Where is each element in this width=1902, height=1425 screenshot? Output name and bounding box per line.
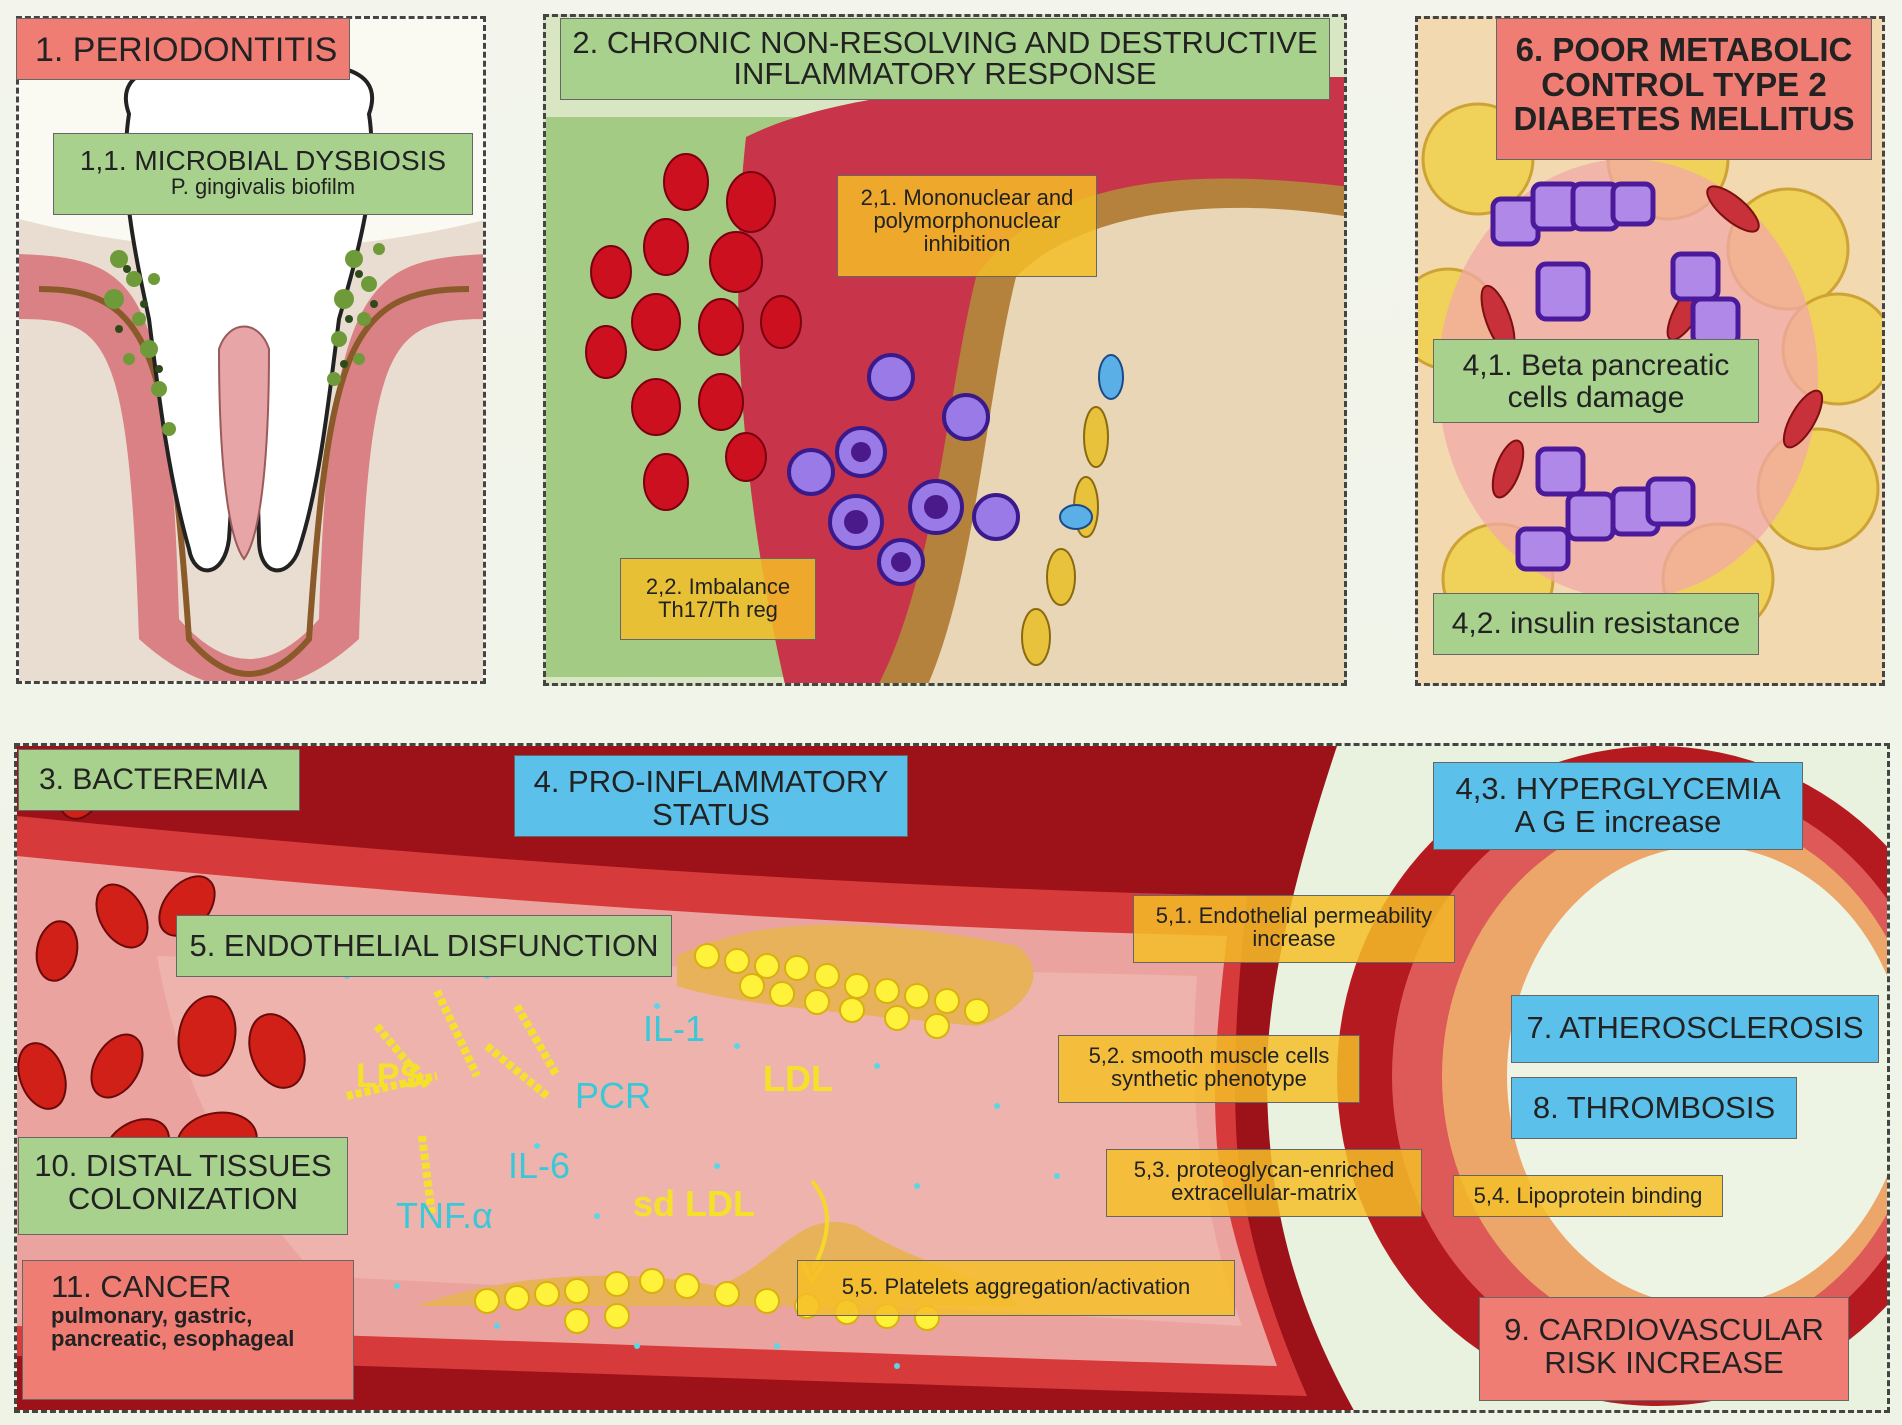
panel-chronic-inflammation xyxy=(543,14,1347,686)
chronic-line1: 2. CHRONIC NON-RESOLVING AND DESTRUCTIVE xyxy=(572,25,1318,60)
permeability-line1: 5,1. Endothelial permeability xyxy=(1155,903,1433,928)
hyperglycemia-line1: 4,3. HYPERGLYCEMIA xyxy=(1455,771,1781,806)
tooth-illustration xyxy=(19,63,483,681)
proteoglycan-line2: extracellular-matrix xyxy=(1171,1180,1357,1206)
molecule-il1: IL-1 xyxy=(643,1008,706,1049)
smooth-line1: 5,2. smooth muscle cells xyxy=(1088,1043,1330,1068)
molecule-ldl: LDL xyxy=(763,1058,833,1099)
label-periodontitis: 1. PERIODONTITIS xyxy=(16,18,350,80)
cancer-title: 11. CANCER xyxy=(51,1269,232,1304)
label-proteoglycan-matrix: 5,3. proteoglycan-enriched extracellular… xyxy=(1106,1149,1422,1217)
inflammation-illustration xyxy=(546,77,1344,683)
label-endothelial-permeability: 5,1. Endothelial permeability increase xyxy=(1133,895,1455,963)
molecule-lps: LPS xyxy=(356,1057,423,1095)
label-hyperglycemia: 4,3. HYPERGLYCEMIA A G E increase xyxy=(1433,762,1803,850)
molecule-sd-ldl: sd LDL xyxy=(633,1183,755,1224)
molecule-pcr: PCR xyxy=(575,1075,652,1116)
distal-line1: 10. DISTAL TISSUES xyxy=(34,1148,332,1183)
label-bacteremia: 3. BACTEREMIA xyxy=(18,749,300,811)
dysbiosis-title: 1,1. MICROBIAL DYSBIOSIS xyxy=(79,145,447,176)
mononuclear-line3: inhibition xyxy=(923,231,1011,257)
imbalance-line2: Th17/Th reg xyxy=(658,597,778,623)
imbalance-line1: 2,2. Imbalance xyxy=(645,574,791,599)
diabetes-line3: DIABETES MELLITUS xyxy=(1513,100,1855,138)
smooth-line2: synthetic phenotype xyxy=(1111,1066,1307,1092)
hyperglycemia-line2: A G E increase xyxy=(1514,803,1722,839)
label-insulin-resistance: 4,2. insulin resistance xyxy=(1433,593,1759,655)
permeability-line2: increase xyxy=(1252,926,1336,952)
cancer-sub2: pancreatic, esophageal xyxy=(51,1325,295,1351)
label-cardiovascular-risk: 9. CARDIOVASCULAR RISK INCREASE xyxy=(1479,1297,1849,1401)
label-smooth-muscle-cells: 5,2. smooth muscle cells synthetic pheno… xyxy=(1058,1035,1360,1103)
chronic-line2: INFLAMMATORY RESPONSE xyxy=(733,56,1157,91)
label-chronic-inflammation: 2. CHRONIC NON-RESOLVING AND DESTRUCTIVE… xyxy=(560,18,1330,100)
mononuclear-line2: polymorphonuclear xyxy=(873,208,1061,234)
cardio-line1: 9. CARDIOVASCULAR xyxy=(1504,1312,1824,1347)
beta-line2: cells damage xyxy=(1507,380,1685,414)
mononuclear-line1: 2,1. Mononuclear and xyxy=(860,185,1074,210)
diabetes-line1: 6. POOR METABOLIC xyxy=(1515,31,1853,68)
dysbiosis-subtitle: P. gingivalis biofilm xyxy=(170,174,356,200)
label-platelets-aggregation: 5,5. Platelets aggregation/activation xyxy=(797,1260,1235,1316)
label-imbalance-th17: 2,2. Imbalance Th17/Th reg xyxy=(620,558,816,640)
beta-line1: 4,1. Beta pancreatic xyxy=(1462,349,1730,382)
proinflam-line1: 4. PRO-INFLAMMATORY xyxy=(533,764,889,799)
molecule-tnf: TNF.α xyxy=(396,1195,493,1236)
label-beta-cells-damage: 4,1. Beta pancreatic cells damage xyxy=(1433,339,1759,423)
label-lipoprotein-binding: 5,4. Lipoprotein binding xyxy=(1453,1175,1723,1217)
cancer-sub1: pulmonary, gastric, xyxy=(51,1302,253,1328)
label-endothelial-disfunction: 5. ENDOTHELIAL DISFUNCTION xyxy=(176,915,672,977)
label-distal-tissues: 10. DISTAL TISSUES COLONIZATION xyxy=(18,1137,348,1235)
label-pro-inflammatory-status: 4. PRO-INFLAMMATORY STATUS xyxy=(514,755,908,837)
molecule-il6: IL-6 xyxy=(508,1145,571,1186)
label-thrombosis: 8. THROMBOSIS xyxy=(1511,1077,1797,1139)
proinflam-line2: STATUS xyxy=(652,796,770,832)
label-cancer: 11. CANCER pulmonary, gastric, pancreati… xyxy=(22,1260,354,1400)
diabetes-line2: CONTROL TYPE 2 xyxy=(1541,65,1827,103)
label-poor-metabolic-control: 6. POOR METABOLIC CONTROL TYPE 2 DIABETE… xyxy=(1496,18,1872,160)
proteoglycan-line1: 5,3. proteoglycan-enriched xyxy=(1133,1157,1395,1182)
cardio-line2: RISK INCREASE xyxy=(1544,1344,1784,1380)
label-atherosclerosis: 7. ATHEROSCLEROSIS xyxy=(1511,995,1879,1063)
distal-line2: COLONIZATION xyxy=(67,1180,299,1216)
panel-periodontitis xyxy=(16,16,486,684)
label-mononuclear-inhibition: 2,1. Mononuclear and polymorphonuclear i… xyxy=(837,175,1097,277)
label-microbial-dysbiosis: 1,1. MICROBIAL DYSBIOSIS P. gingivalis b… xyxy=(53,133,473,215)
